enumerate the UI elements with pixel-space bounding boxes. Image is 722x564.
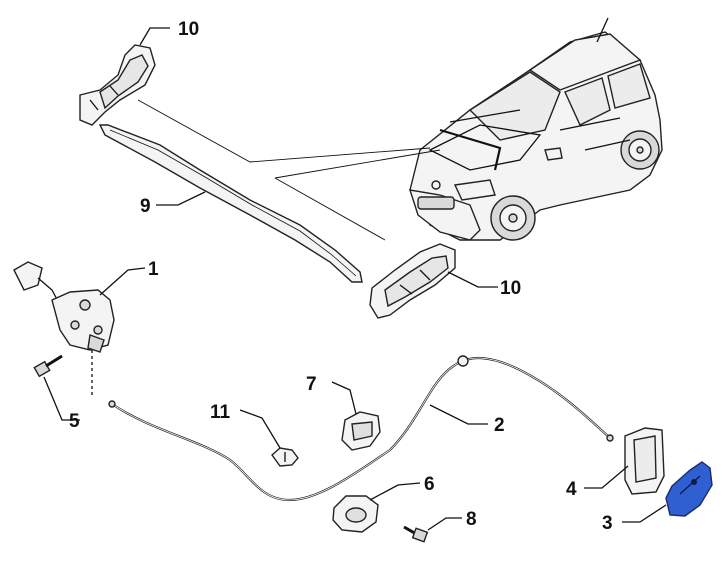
screw-8 <box>403 525 429 543</box>
bonnet-lock <box>13 261 115 395</box>
grommet-6 <box>332 495 379 533</box>
rubber-pad-top <box>79 44 156 126</box>
callout-1: 1 <box>148 259 159 280</box>
callout-10-mid: 10 <box>500 278 521 299</box>
callout-7: 7 <box>306 374 317 395</box>
callout-8: 8 <box>466 509 477 530</box>
callout-5: 5 <box>69 411 80 432</box>
callout-2: 2 <box>494 415 505 436</box>
callout-9: 9 <box>140 196 151 217</box>
callout-11: 11 <box>210 402 231 423</box>
push-clip-11 <box>271 447 299 467</box>
release-handle-bezel <box>624 427 665 495</box>
cable-clip-7 <box>341 411 381 451</box>
rubber-pad-mid <box>369 243 456 319</box>
release-lever-highlighted <box>665 461 713 517</box>
callout-4: 4 <box>566 479 577 500</box>
bolt-5 <box>33 354 63 378</box>
callout-6: 6 <box>424 474 435 495</box>
callout-10-top: 10 <box>178 19 199 40</box>
car-illustration <box>408 17 663 241</box>
bonnet-seal <box>98 124 363 283</box>
callout-3: 3 <box>602 513 613 534</box>
callout-leaders <box>43 27 667 531</box>
release-cable <box>108 355 614 502</box>
reference-lines <box>137 99 441 241</box>
